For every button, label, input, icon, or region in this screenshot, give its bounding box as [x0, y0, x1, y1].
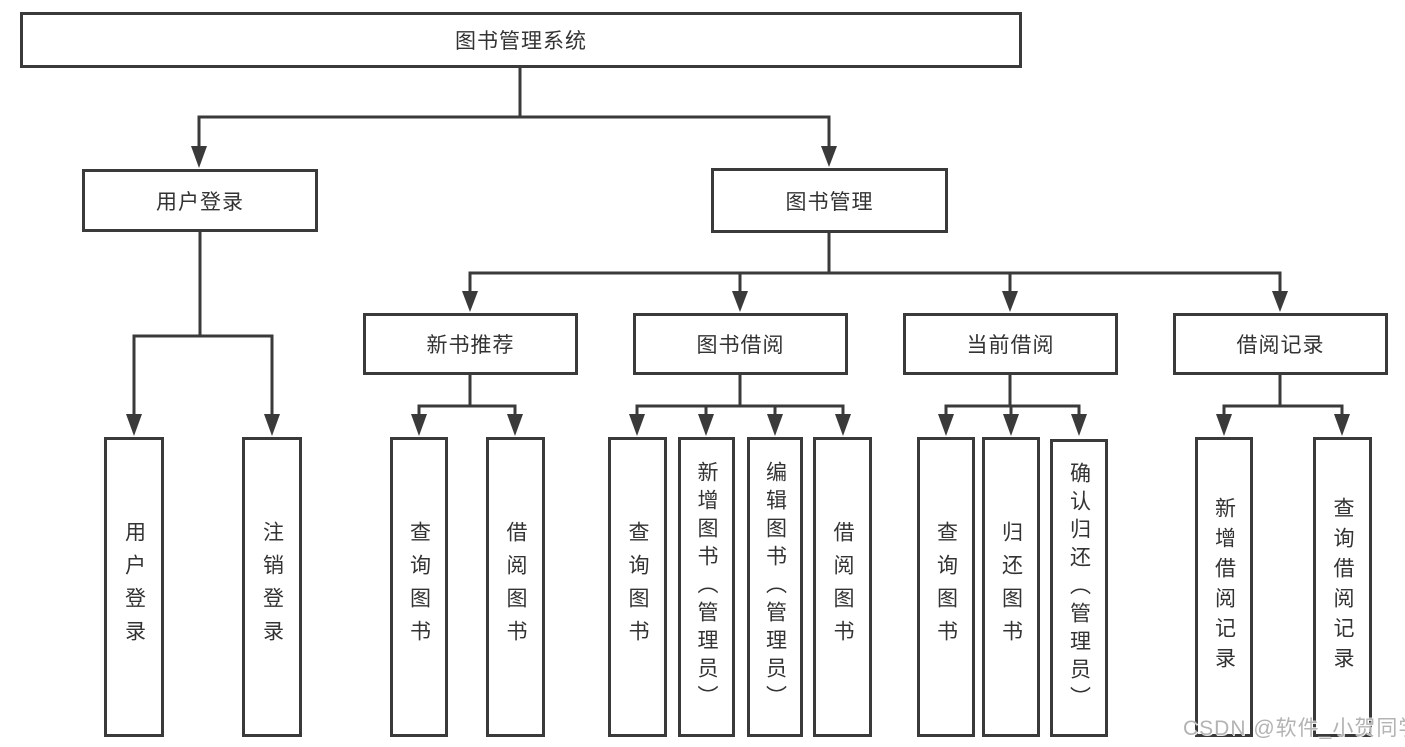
arrow-down-icon — [1334, 414, 1350, 436]
arrow-down-icon — [191, 146, 207, 168]
node-user-login: 用户登录 — [82, 169, 318, 232]
node-book-management: 图书管理 — [711, 168, 948, 233]
leaf-borrow-book-1: 借阅图书 — [486, 437, 545, 737]
leaf-confirm-return-admin: 确认归还（管理员） — [1050, 439, 1108, 737]
node-book-borrow-label: 图书借阅 — [696, 334, 785, 357]
arrow-down-icon — [411, 414, 427, 436]
leaf-return-book-label: 归还图书 — [999, 521, 1023, 653]
leaf-borrow-book-2-label: 借阅图书 — [831, 521, 854, 653]
arrow-down-icon — [821, 146, 837, 167]
node-user-login-label: 用户登录 — [156, 190, 244, 214]
arrow-down-icon — [1002, 291, 1018, 312]
node-current-borrow-label: 当前借阅 — [966, 334, 1055, 357]
leaf-query-book-2: 查询图书 — [608, 437, 667, 737]
arrow-down-icon — [732, 291, 748, 312]
leaf-logout: 注销登录 — [242, 437, 302, 737]
node-root: 图书管理系统 — [20, 12, 1022, 68]
arrow-down-icon — [1071, 414, 1087, 436]
arrow-down-icon — [264, 414, 280, 436]
node-new-book-recommend-label: 新书推荐 — [426, 334, 515, 357]
arrow-down-icon — [462, 291, 478, 312]
leaf-add-book-admin: 新增图书（管理员） — [678, 437, 735, 737]
leaf-query-borrow-record: 查询借阅记录 — [1313, 437, 1372, 737]
leaf-edit-book-admin-label: 编辑图书（管理员） — [763, 461, 787, 713]
node-book-management-label: 图书管理 — [785, 190, 874, 214]
leaf-query-book-3-label: 查询图书 — [934, 521, 958, 653]
arrow-down-icon — [938, 414, 954, 436]
arrow-down-icon — [507, 414, 523, 436]
arrow-down-icon — [1216, 414, 1232, 436]
arrow-down-icon — [126, 414, 142, 436]
node-book-borrow: 图书借阅 — [633, 313, 848, 375]
node-new-book-recommend: 新书推荐 — [363, 313, 578, 375]
node-current-borrow: 当前借阅 — [903, 313, 1118, 375]
leaf-query-borrow-record-label: 查询借阅记录 — [1331, 497, 1354, 677]
leaf-add-borrow-record-label: 新增借阅记录 — [1212, 497, 1236, 677]
leaf-query-book-1: 查询图书 — [390, 437, 448, 737]
arrowheads — [126, 146, 1350, 436]
node-borrow-record-label: 借阅记录 — [1236, 334, 1325, 357]
leaf-add-borrow-record: 新增借阅记录 — [1195, 437, 1253, 737]
leaf-edit-book-admin: 编辑图书（管理员） — [747, 437, 803, 737]
arrow-down-icon — [698, 414, 714, 436]
leaf-borrow-book-2: 借阅图书 — [813, 437, 872, 737]
arrow-down-icon — [1003, 414, 1019, 436]
node-borrow-record: 借阅记录 — [1173, 313, 1388, 375]
leaf-add-book-admin-label: 新增图书（管理员） — [695, 461, 718, 713]
csdn-watermark: CSDN @软件_小贺同学 — [1183, 717, 1405, 740]
leaf-query-book-2-label: 查询图书 — [626, 521, 649, 653]
leaf-logout-label: 注销登录 — [260, 521, 284, 653]
leaf-user-login: 用户登录 — [104, 437, 164, 737]
leaf-query-book-1-label: 查询图书 — [407, 521, 431, 653]
connector-paths — [132, 68, 1344, 420]
leaf-return-book: 归还图书 — [982, 437, 1040, 737]
leaf-borrow-book-1-label: 借阅图书 — [504, 521, 527, 653]
arrow-down-icon — [835, 414, 851, 436]
arrow-down-icon — [629, 414, 645, 436]
leaf-confirm-return-admin-label: 确认归还（管理员） — [1067, 462, 1091, 714]
node-root-label: 图书管理系统 — [455, 30, 587, 53]
arrow-down-icon — [767, 414, 783, 436]
leaf-user-login-label: 用户登录 — [122, 521, 146, 653]
arrow-down-icon — [1272, 291, 1288, 312]
leaf-query-book-3: 查询图书 — [917, 437, 975, 737]
